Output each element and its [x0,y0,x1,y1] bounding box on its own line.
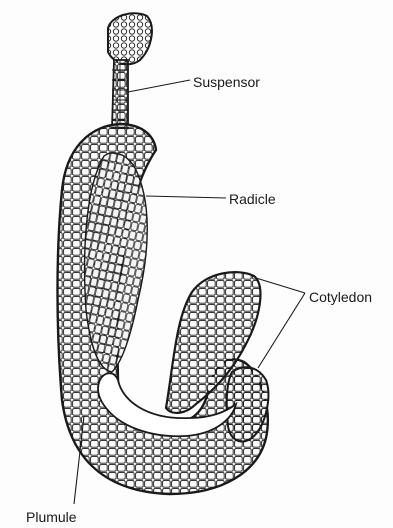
label-suspensor: Suspensor [193,75,260,89]
radicle-leader [146,196,226,198]
cotyledon-leader-upper [256,278,305,293]
radicle-core [85,153,148,372]
label-cotyledon: Cotyledon [309,290,372,304]
suspensor-stalk [112,60,128,128]
cotyledon-leader-lower [258,293,305,368]
label-radicle: Radicle [229,192,276,206]
suspensor-leader [128,80,190,92]
label-plumule: Plumule [26,510,77,524]
suspensor-head [108,13,152,64]
